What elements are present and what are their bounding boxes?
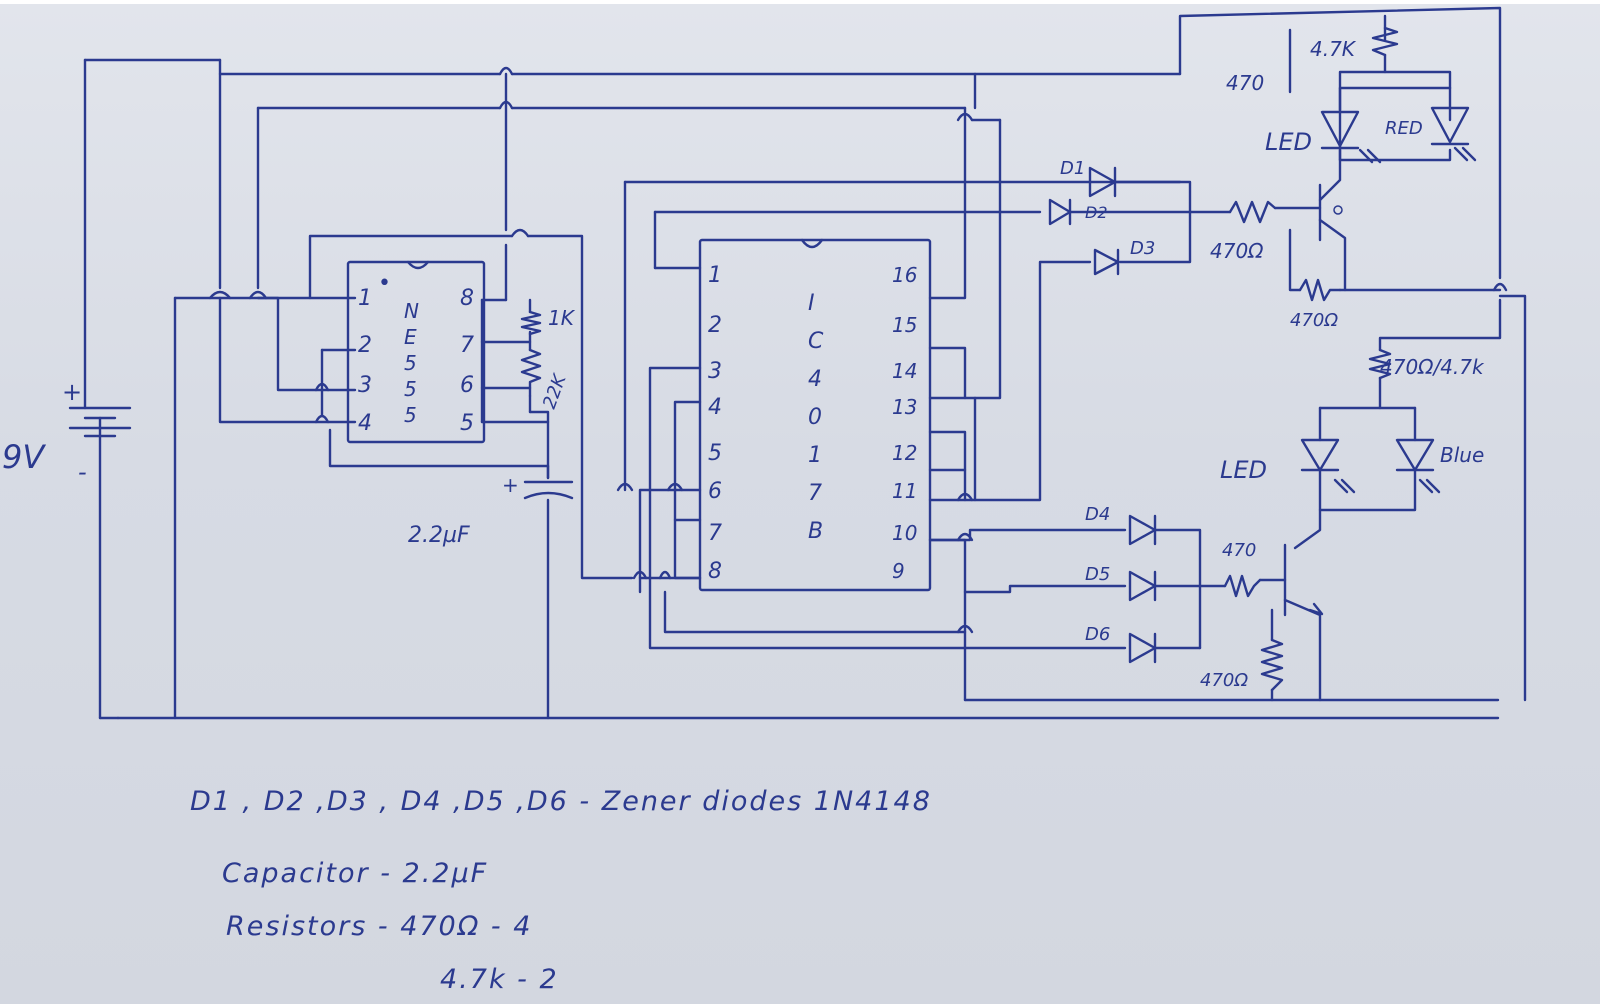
ic4017-pin-8: 8 (708, 559, 722, 584)
ne555-pin-2: 2 (358, 333, 372, 358)
ic4017-pin-3: 3 (708, 359, 722, 384)
ic4017-pin-7: 7 (708, 521, 722, 546)
note-capacitor: Capacitor - 2.2µF (222, 858, 488, 889)
ic4017-pin-16: 16 (892, 263, 917, 287)
ic4017-pin-4: 4 (708, 395, 722, 420)
ne555-name-letter: 5 (404, 377, 417, 401)
resistor-top-470-4k7: 470 4.7K (1226, 26, 1399, 95)
ic4017-pin-13: 13 (892, 395, 917, 419)
diode-d5: D5 (1085, 564, 1157, 602)
pot-22k-label: 22K (539, 371, 571, 412)
resistor-emitter-bottom: 470Ω (1200, 638, 1284, 692)
ic4017-pin-10: 10 (892, 521, 917, 545)
resistor-1k: 1K (520, 306, 576, 336)
resistor-base-bottom-label: 470 (1222, 540, 1256, 561)
transistor-bottom (1308, 602, 1324, 616)
battery-plus: + (62, 378, 82, 406)
ic4017-pin-14: 14 (892, 359, 917, 383)
resistor-base-bottom: 470 (1222, 540, 1262, 598)
ic4017-chip (698, 238, 932, 592)
resistor-base-top: 470Ω (1210, 200, 1277, 263)
ic4017-name-letter: I (808, 291, 815, 316)
led-top-label: LED (1265, 128, 1312, 156)
ne555-pin-5: 5 (460, 411, 474, 436)
ne555-name-letter: N (404, 299, 419, 323)
ne555-pin-4: 4 (358, 411, 372, 436)
ic4017-name-letter: 7 (808, 481, 822, 506)
ic4017-name-letter: 1 (808, 443, 822, 468)
parts-notes: D1 , D2 ,D3 , D4 ,D5 ,D6 - Zener diodes … (190, 786, 932, 995)
ic4017-pin-15: 15 (892, 313, 917, 337)
ic4017-name-letter: 4 (808, 367, 822, 392)
battery-label: 9V (2, 438, 46, 476)
ic4017-pin-5: 5 (708, 441, 722, 466)
note-diodes: D1 , D2 ,D3 , D4 ,D5 ,D6 - Zener diodes … (190, 786, 932, 817)
led-blue-2 (1395, 438, 1441, 494)
top-4k7-label: 4.7K (1310, 37, 1357, 61)
wires (83, 6, 1527, 720)
d1-label: D1 (1060, 158, 1085, 179)
diode-d1: D1 (1060, 158, 1117, 198)
led-red-1 (1320, 110, 1382, 164)
diode-d3: D3 (1093, 238, 1155, 276)
ic4017-name-letter: B (808, 519, 823, 544)
led-blue-1 (1300, 438, 1356, 494)
resistor-emitter-bottom-label: 470Ω (1200, 670, 1248, 691)
diode-d2: D2 (1048, 198, 1108, 226)
battery-9v: + - 9V (2, 378, 132, 486)
ic4017-pin-2: 2 (708, 313, 722, 338)
crossover-humps (208, 66, 1508, 634)
ne555-pin-6: 6 (460, 373, 474, 398)
d2-label: D2 (1085, 203, 1108, 222)
diode-d4: D4 (1085, 504, 1157, 546)
ic4017-pin-1: 1 (708, 263, 722, 288)
resistor-emitter-top-label: 470Ω (1290, 310, 1338, 331)
ic4017-pin-11: 11 (892, 479, 917, 503)
capacitor-plus: + (502, 473, 519, 497)
ne555-pin-8: 8 (460, 286, 474, 311)
battery-minus: - (78, 458, 87, 486)
resistor-emitter-top: 470Ω (1290, 278, 1342, 331)
ic4017-pin-6: 6 (708, 479, 722, 504)
ic4017-pin-9: 9 (892, 559, 905, 583)
resistor-base-top-label: 470Ω (1210, 239, 1264, 263)
led-red-2 (1430, 106, 1477, 162)
note-resistors: Resistors - 470Ω - 4 (226, 911, 532, 942)
ne555-pin-3: 3 (358, 373, 372, 398)
resistor-mid-label: 470Ω/4.7k (1380, 355, 1485, 379)
ic4017-name-letter: 0 (808, 405, 822, 430)
resistor-1k-label: 1K (548, 306, 576, 330)
ic4017-name-letter: C (808, 329, 824, 354)
ic4017-pin-12: 12 (892, 441, 917, 465)
ne555-chip: • (346, 260, 486, 444)
note-resistors-4k7: 4.7k - 2 (440, 964, 559, 995)
capacitor-2u2: + 2.2µF (408, 473, 519, 548)
ne555-pin-7: 7 (460, 333, 474, 358)
top-470-label: 470 (1226, 71, 1264, 95)
ne555-pin-1: 1 (358, 286, 372, 311)
led-bottom-label: LED (1220, 456, 1267, 484)
resistor-mid: 470Ω/4.7k (1368, 348, 1485, 380)
ne555-name-letter: 5 (404, 403, 417, 427)
diode-d6: D6 (1085, 624, 1157, 664)
blue-label: Blue (1440, 443, 1484, 467)
capacitor-label: 2.2µF (408, 523, 470, 548)
ne555-name-letter: E (404, 325, 417, 349)
red-label: RED (1385, 118, 1423, 139)
ne555-name-letter: 5 (404, 351, 417, 375)
d6-label: D6 (1085, 624, 1110, 645)
d4-label: D4 (1085, 504, 1110, 525)
d3-label: D3 (1130, 238, 1155, 259)
d5-label: D5 (1085, 564, 1110, 585)
top-edge (0, 0, 1600, 4)
transistor-top (1333, 205, 1343, 215)
ne555-pin1-dot: • (378, 271, 391, 296)
